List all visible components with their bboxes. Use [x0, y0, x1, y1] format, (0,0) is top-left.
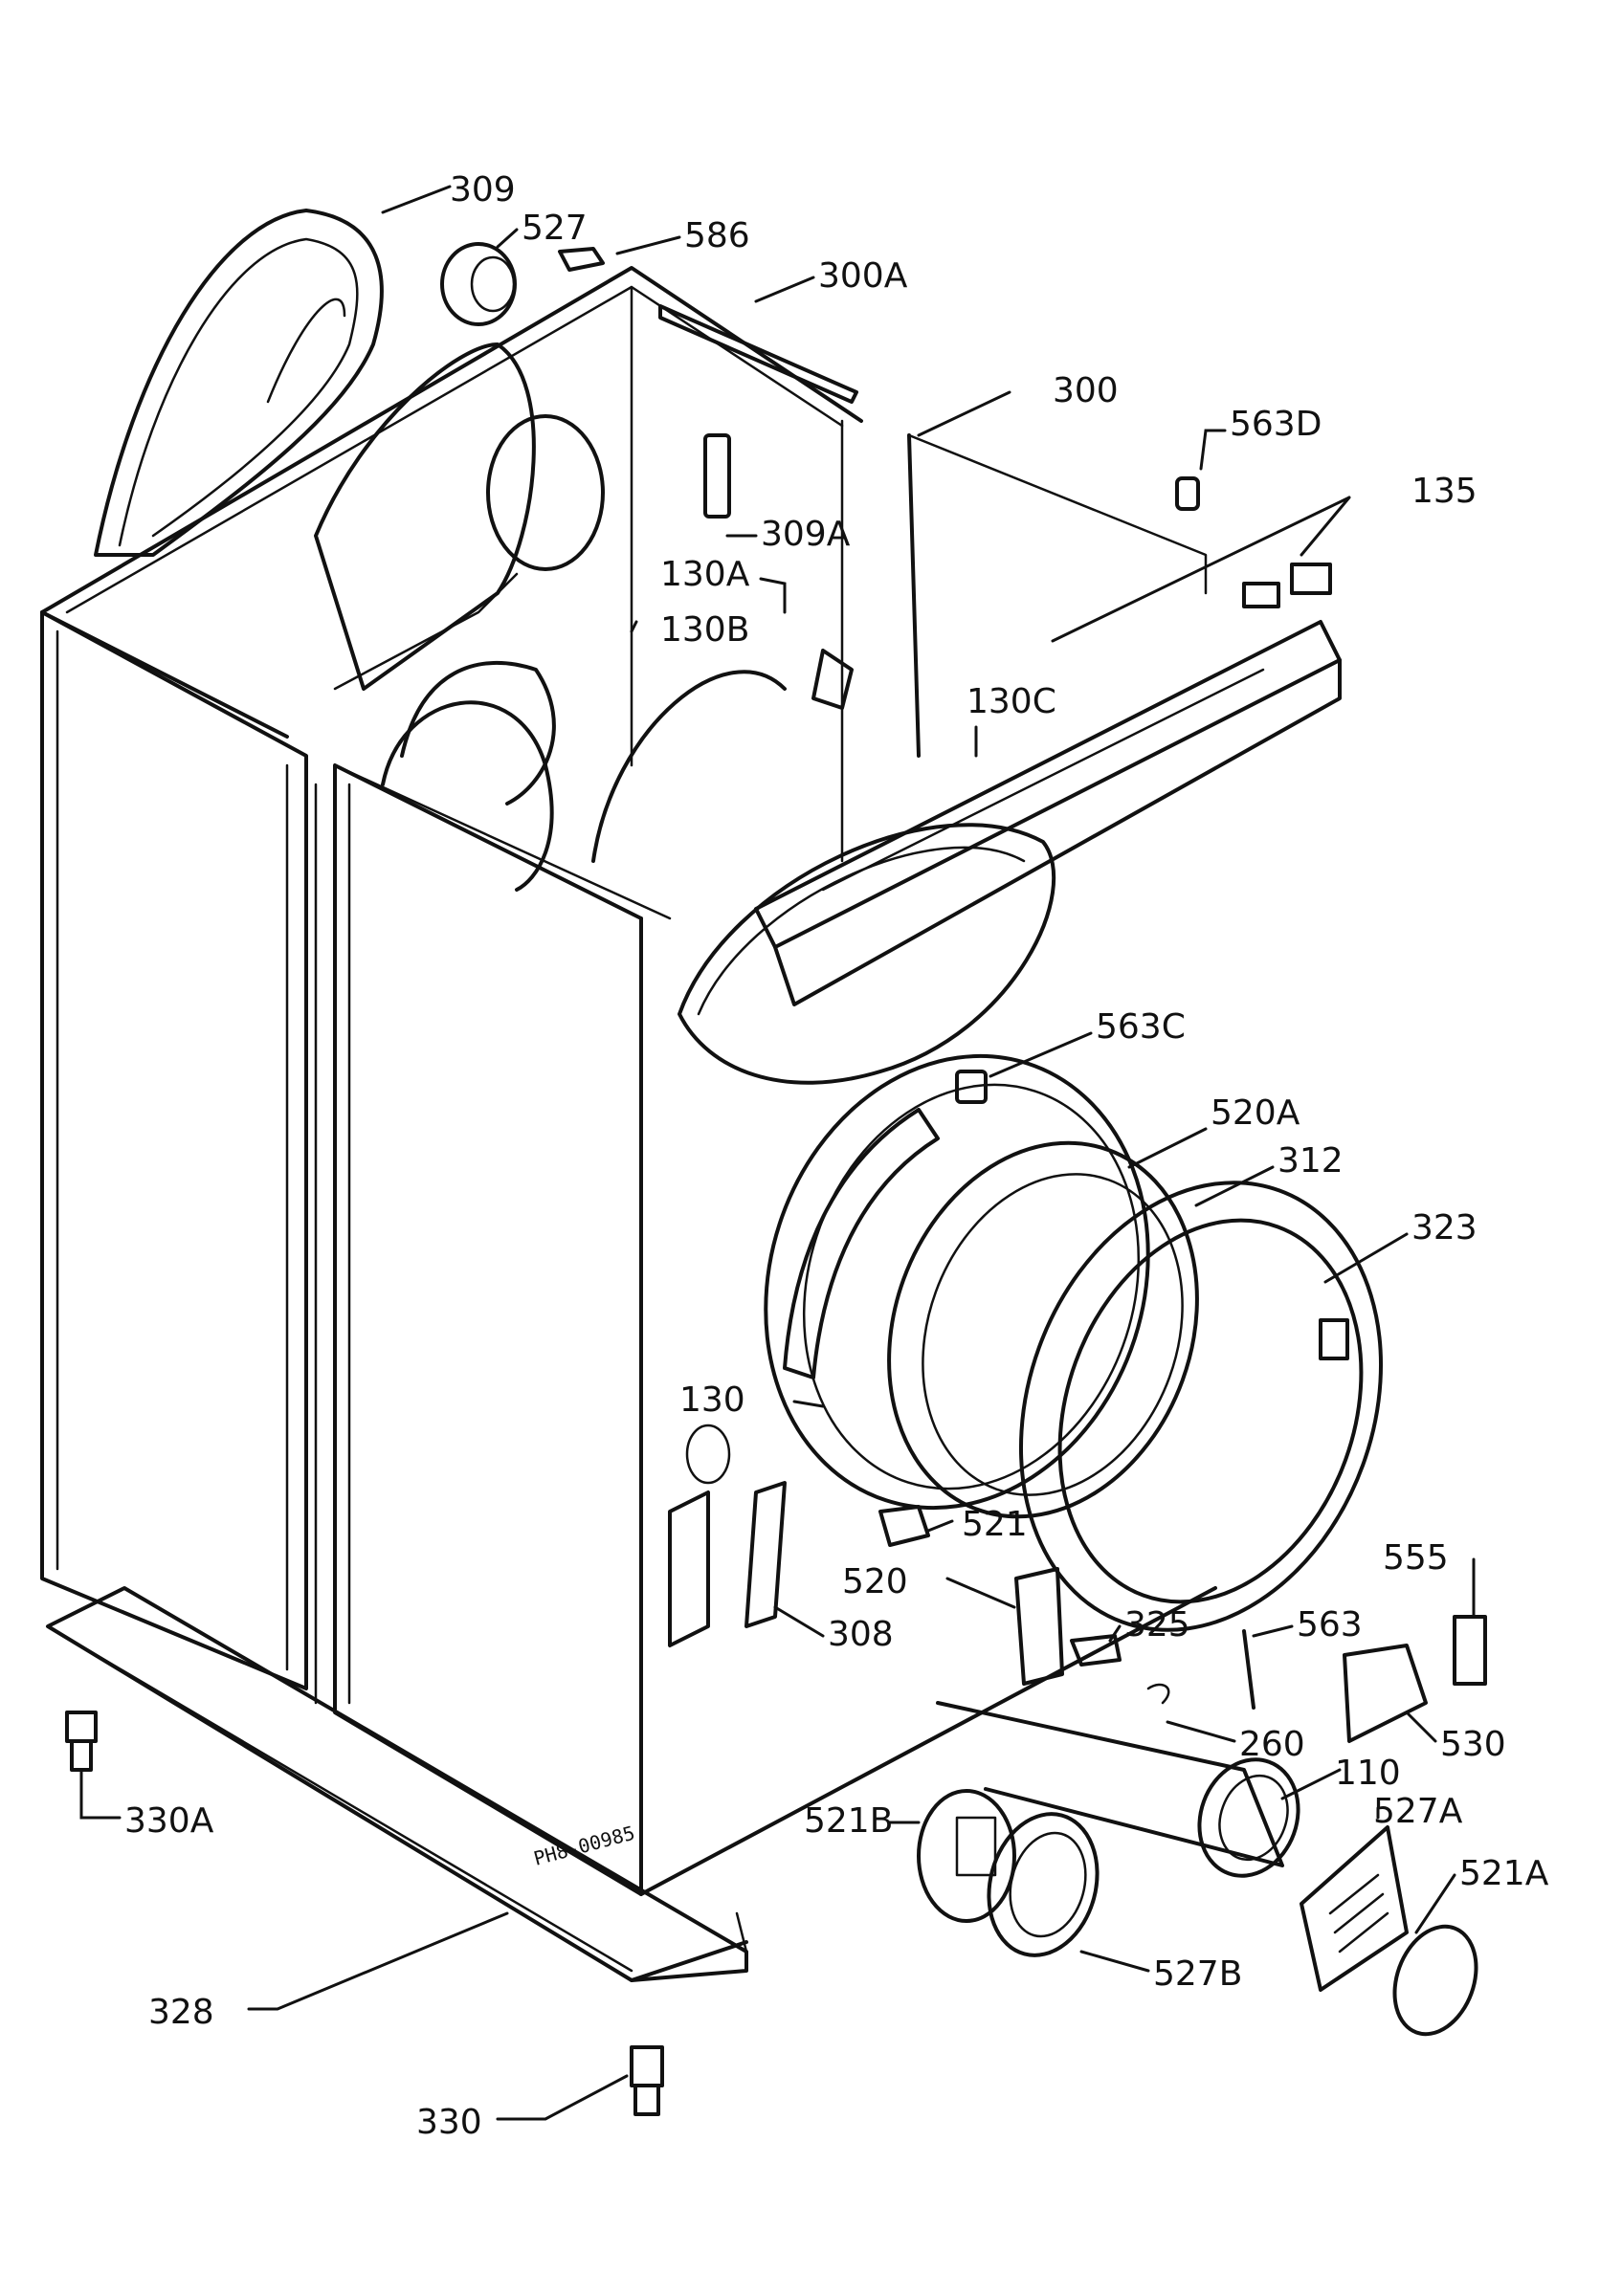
- part-563c-plug: [955, 1070, 988, 1104]
- part-312-inner-ring: [887, 1140, 1199, 1519]
- part-521-latch: [878, 1505, 930, 1547]
- part-521b-housing: [917, 1789, 1016, 1923]
- label-260: 260: [1239, 1725, 1305, 1764]
- label-330a: 330A: [124, 1801, 214, 1841]
- part-520-bracket: [1014, 1567, 1064, 1686]
- cabinet-body: [40, 266, 1217, 1982]
- label-130b: 130B: [660, 610, 749, 650]
- part-130c-seal: [678, 823, 1056, 1085]
- part-527b-ring: [987, 1812, 1100, 1957]
- part-521a-disc: [1392, 1924, 1478, 2037]
- part-586-clip: [558, 247, 605, 272]
- label-130c: 130C: [967, 682, 1056, 721]
- label-308: 308: [828, 1615, 894, 1654]
- part-527a-grille: [1300, 1825, 1409, 1992]
- label-330: 330: [416, 2103, 482, 2142]
- label-563: 563: [1297, 1605, 1363, 1645]
- diagram-code: PH8-00985: [531, 1821, 637, 1870]
- label-527a: 527A: [1373, 1792, 1463, 1831]
- part-300a-rail: [658, 304, 858, 404]
- label-300a: 300A: [818, 256, 908, 296]
- part-563d-plug: [1175, 476, 1200, 511]
- part-308-hinge: [668, 1424, 787, 1647]
- label-312: 312: [1278, 1141, 1344, 1181]
- label-328: 328: [148, 1993, 214, 2032]
- label-520: 520: [842, 1562, 908, 1601]
- label-563d: 563D: [1230, 405, 1322, 444]
- part-135-panel: [754, 563, 1342, 1006]
- part-530-switch: [1343, 1644, 1428, 1743]
- label-323: 323: [1411, 1208, 1478, 1247]
- label-530: 530: [1440, 1725, 1506, 1764]
- label-130: 130: [679, 1380, 745, 1420]
- part-130b-seal: [381, 700, 554, 892]
- label-555: 555: [1383, 1538, 1449, 1578]
- label-521a: 521A: [1459, 1854, 1549, 1893]
- label-309a: 309A: [761, 515, 851, 554]
- label-521b: 521B: [804, 1801, 893, 1841]
- part-527-cap: [440, 242, 517, 326]
- label-110: 110: [1335, 1754, 1401, 1793]
- label-130a: 130A: [660, 555, 750, 594]
- label-325: 325: [1124, 1605, 1190, 1645]
- part-110-pipe: [936, 1701, 1300, 1878]
- part-555-plate: [1453, 1615, 1487, 1686]
- label-309: 309: [450, 170, 516, 210]
- label-300: 300: [1053, 371, 1119, 410]
- part-330a-foot: [65, 1711, 98, 1772]
- label-521: 521: [962, 1505, 1028, 1544]
- label-520a: 520A: [1211, 1093, 1300, 1133]
- label-586: 586: [684, 216, 750, 255]
- part-330-foot: [630, 2045, 664, 2116]
- part-520a-ring: [764, 1053, 1150, 1511]
- part-325-hook: [1070, 1634, 1122, 1667]
- part-309-gasket: [94, 209, 384, 557]
- leader-lines: [79, 185, 1476, 2121]
- part-323-door: [1018, 1181, 1384, 1632]
- label-527: 527: [522, 209, 588, 248]
- label-563c: 563C: [1096, 1007, 1186, 1047]
- label-135: 135: [1411, 472, 1478, 511]
- part-563-pin: [1242, 1629, 1255, 1710]
- part-130-tub: [783, 1108, 940, 1380]
- label-527b: 527B: [1153, 1954, 1242, 1994]
- part-130a-seal: [591, 670, 787, 863]
- inner-frame: [314, 342, 605, 806]
- part-300-frame: [907, 433, 921, 758]
- part-309a-filter: [703, 433, 731, 519]
- part-labels: 309 527 586 300A 300 563D 135 309A 130A …: [124, 170, 1549, 2142]
- part-260-spring: [1146, 1683, 1170, 1705]
